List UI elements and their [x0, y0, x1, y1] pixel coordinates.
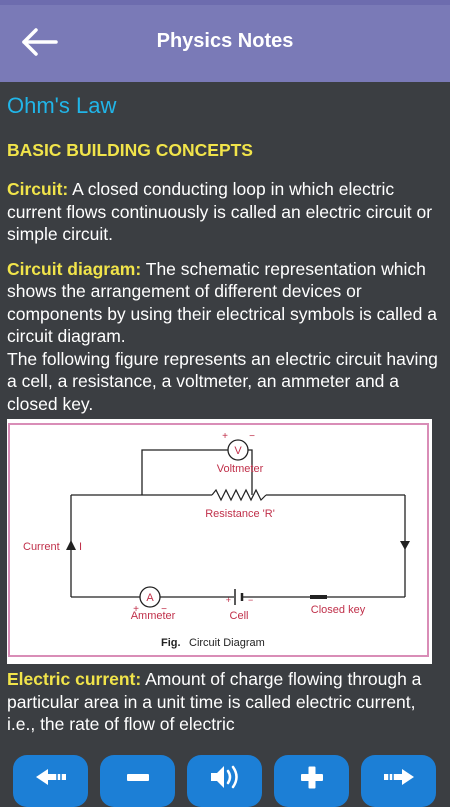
cell-plus: +: [226, 595, 231, 605]
circuit-diagram-text: The schematic representation which shows…: [7, 258, 437, 347]
cell-minus: −: [248, 595, 253, 605]
minus-icon: [127, 774, 149, 781]
circuit-diagram-definition: Circuit diagram: The schematic represent…: [7, 258, 443, 348]
status-bar: [0, 0, 450, 5]
electric-current-text: Amount of charge flowing through a parti…: [7, 669, 422, 734]
app-bar: Physics Notes: [0, 5, 450, 82]
ammeter-plus: +: [133, 604, 139, 615]
voltmeter-symbol: [227, 439, 249, 461]
ammeter-minus: −: [161, 604, 167, 615]
speaker-icon: [211, 765, 238, 789]
voltmeter-branch-wire: [141, 449, 253, 495]
cell-label: Cell: [230, 610, 249, 622]
next-button[interactable]: [361, 755, 436, 807]
resistance-label: Resistance 'R': [205, 508, 275, 520]
voltmeter-symbol-label: V: [234, 445, 242, 457]
decrease-text-size-button[interactable]: [100, 755, 175, 807]
circuit-term: Circuit:: [7, 179, 69, 199]
electric-current-term: Electric current:: [7, 669, 142, 689]
app-title: Physics Notes: [156, 30, 294, 52]
closed-key-label: Closed key: [311, 604, 366, 616]
back-button[interactable]: [18, 25, 62, 61]
closed-key-symbol: [310, 595, 327, 599]
bottom-toolbar: [0, 750, 450, 807]
electric-current-definition: Electric current: Amount of charge flowi…: [7, 668, 443, 736]
back-arrow-icon: [22, 28, 58, 56]
voltmeter-label: Voltmeter: [217, 463, 264, 475]
voltmeter-minus: −: [249, 431, 255, 442]
page-title: Ohm's Law: [7, 93, 117, 118]
current-direction-arrow-left: [66, 540, 76, 550]
current-symbol: I: [79, 541, 82, 553]
arrow-left-icon: [36, 769, 66, 785]
previous-button[interactable]: [13, 755, 88, 807]
figure-caption: Circuit Diagram: [189, 637, 265, 649]
figure-caption-prefix: Fig.: [161, 637, 181, 649]
voltmeter-plus: +: [222, 431, 228, 442]
circuit-text: A closed conducting loop in which electr…: [7, 179, 433, 244]
current-direction-arrow-right: [400, 541, 410, 550]
plus-icon: [301, 766, 323, 789]
arrow-right-icon: [384, 769, 414, 785]
notes-content[interactable]: Ohm's Law BASIC BUILDING CONCEPTS Circui…: [7, 82, 443, 750]
read-aloud-button[interactable]: [187, 755, 262, 807]
section-heading: BASIC BUILDING CONCEPTS: [7, 140, 253, 160]
circuit-definition: Circuit: A closed conducting loop in whi…: [7, 178, 443, 246]
circuit-diagram-term: Circuit diagram:: [7, 258, 142, 279]
figure-intro: The following figure represents an elect…: [7, 348, 438, 414]
ammeter-symbol-label: A: [146, 592, 154, 604]
figure-border: [8, 423, 429, 657]
current-label: Current: [23, 541, 60, 553]
resistor-symbol: [211, 488, 267, 502]
increase-text-size-button[interactable]: [274, 755, 349, 807]
circuit-figure: V + − Voltmeter Resistance 'R' Current I…: [7, 419, 432, 664]
ammeter-label: Ammeter: [131, 610, 176, 622]
